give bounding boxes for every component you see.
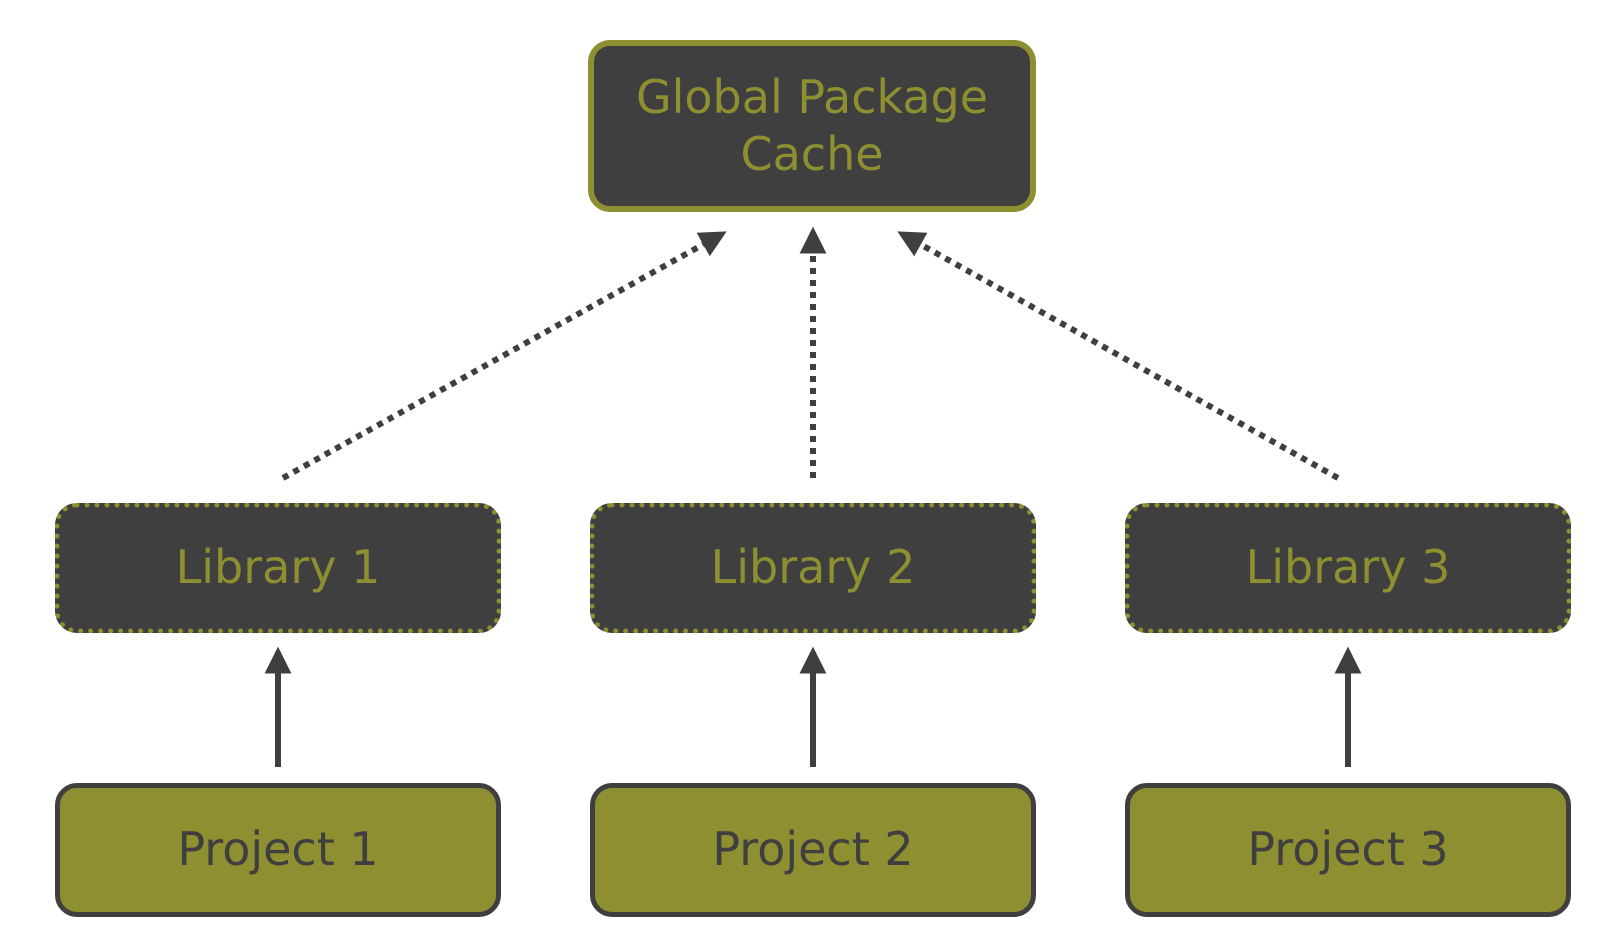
edge-library3-cache — [897, 231, 1340, 481]
library-1-node: Library 1 — [55, 503, 501, 633]
library-3-label: Library 3 — [1245, 540, 1451, 595]
cache-label-line2: Cache — [740, 127, 884, 181]
project-1-label: Project 1 — [177, 822, 379, 877]
project-1-node: Project 1 — [55, 783, 501, 917]
library-2-label: Library 2 — [710, 540, 916, 595]
edge-library1-cache — [281, 231, 727, 481]
project-3-node: Project 3 — [1125, 783, 1571, 917]
project-3-label: Project 3 — [1247, 822, 1449, 877]
library-3-node: Library 3 — [1125, 503, 1571, 633]
library-2-node: Library 2 — [590, 503, 1036, 633]
global-package-cache-node: Global Package Cache — [588, 40, 1036, 212]
project-2-node: Project 2 — [590, 783, 1036, 917]
cache-label-line1: Global Package — [635, 69, 989, 124]
project-2-label: Project 2 — [712, 822, 914, 877]
library-1-label: Library 1 — [175, 540, 381, 595]
